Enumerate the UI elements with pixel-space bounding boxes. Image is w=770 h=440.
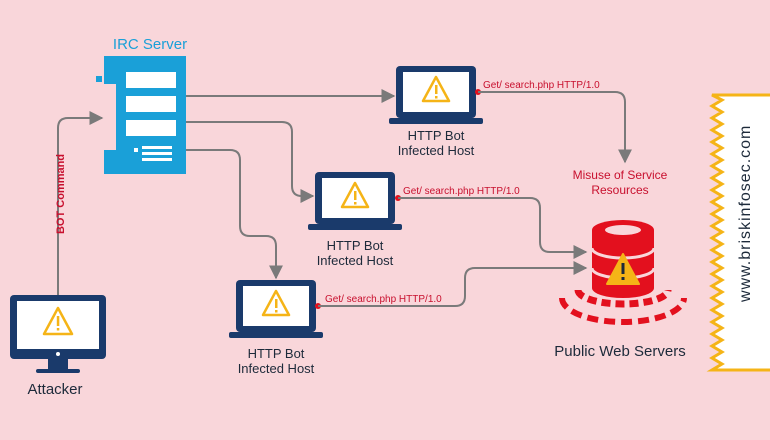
host-1-label-line2: Infected Host <box>397 143 475 158</box>
brand-text: www.briskinfosec.com <box>737 124 754 302</box>
arrow-irc-to-host-2 <box>186 121 315 203</box>
web-servers-label: Public Web Servers <box>554 343 686 360</box>
laptop-icon <box>229 280 323 338</box>
host-3-label-line2: Infected Host <box>237 361 315 376</box>
misuse-label-line1: Misuse of Service <box>572 168 668 182</box>
arrow-host-2-to-servers <box>398 197 588 259</box>
server-icon <box>96 56 186 174</box>
laptop-icon <box>308 172 402 230</box>
host-3-request-label: Get/ search.php HTTP/1.0 <box>325 294 442 305</box>
host-2-label-line2: Infected Host <box>316 253 394 268</box>
bot-command-label: BOT Command <box>55 153 67 235</box>
host-3-label-line1: HTTP Bot <box>247 346 305 361</box>
host-2-label: HTTP Bot Infected Host <box>295 238 415 268</box>
laptop-icon <box>389 66 483 124</box>
host-1-label-line1: HTTP Bot <box>407 128 465 143</box>
host-2-label-line1: HTTP Bot <box>326 238 384 253</box>
misuse-label-line2: Resources <box>591 183 649 197</box>
arrow-host-1-to-misuse <box>478 91 632 164</box>
warning-icon <box>606 253 640 285</box>
monitor-icon <box>10 295 106 373</box>
host-2-request-label: Get/ search.php HTTP/1.0 <box>403 186 520 197</box>
host-1-request-label: Get/ search.php HTTP/1.0 <box>483 80 600 91</box>
brand-banner <box>706 93 770 372</box>
warning-icon <box>261 289 291 317</box>
arrow-irc-to-host-3 <box>186 149 283 280</box>
warning-icon <box>340 181 370 209</box>
arrow-attacker-to-irc <box>57 111 104 295</box>
arrow-host-3-to-servers <box>318 261 588 307</box>
irc-server-label: IRC Server <box>112 36 188 53</box>
misuse-label: Misuse of Service Resources <box>555 168 685 198</box>
host-3-label: HTTP Bot Infected Host <box>216 346 336 376</box>
warning-icon <box>421 75 451 103</box>
host-1-label: HTTP Bot Infected Host <box>376 128 496 158</box>
warning-icon <box>42 306 74 336</box>
attacker-label: Attacker <box>27 381 83 398</box>
